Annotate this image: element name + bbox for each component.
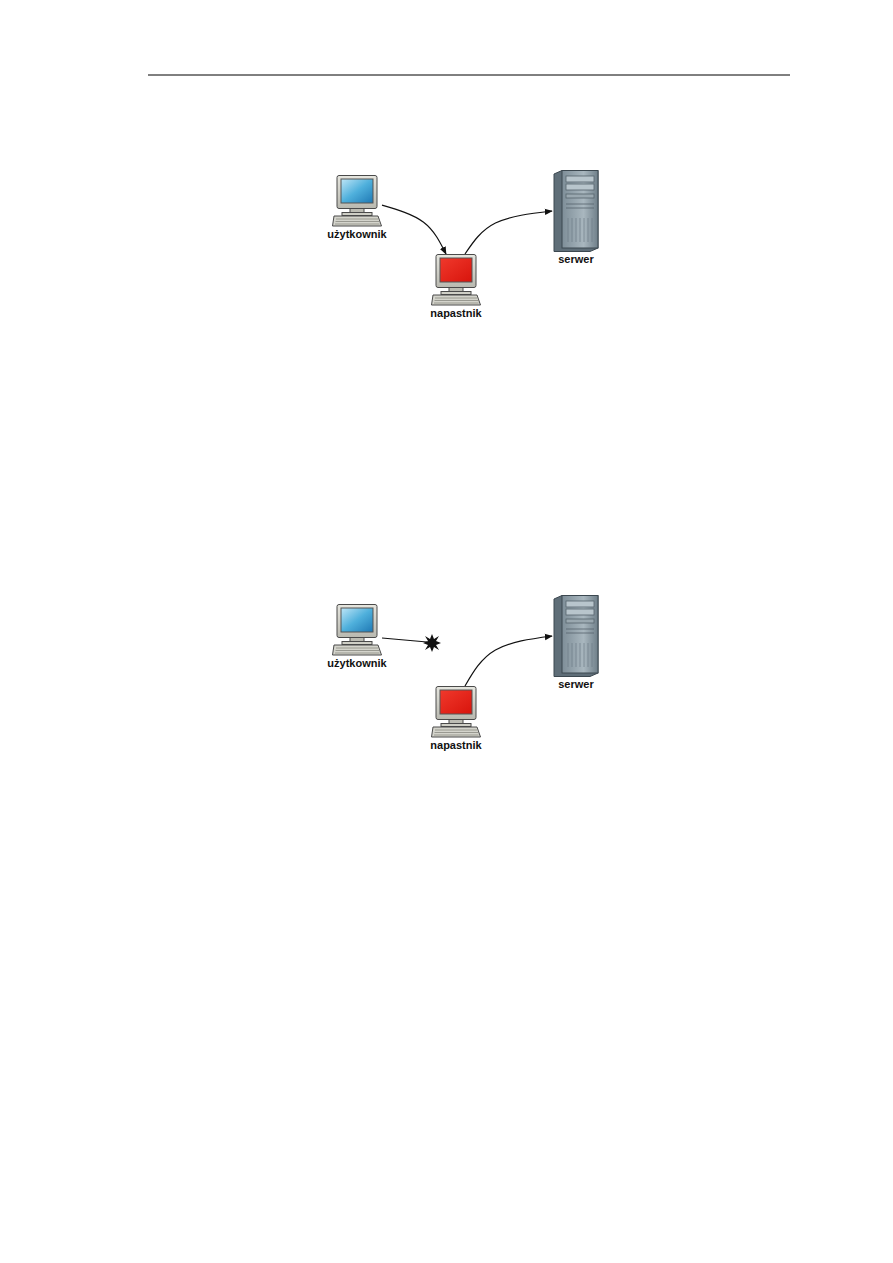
computer-node: użytkownik (323, 604, 391, 670)
arrow-connector (465, 211, 552, 254)
computer-node: napastnik (426, 254, 486, 320)
arrow-connector (465, 636, 552, 686)
computer-node: użytkownik (323, 175, 391, 241)
computer-icon (431, 254, 481, 306)
server-icon (552, 595, 600, 677)
server-icon (552, 170, 600, 252)
server-node: serwer (550, 170, 602, 266)
device-label: napastnik (428, 738, 483, 752)
device-label: użytkownik (325, 227, 388, 241)
computer-icon (332, 604, 382, 656)
device-label: serwer (556, 677, 595, 691)
server-node: serwer (550, 595, 602, 691)
break-star (423, 634, 441, 652)
computer-node: napastnik (426, 686, 486, 752)
device-label: użytkownik (325, 656, 388, 670)
computer-icon (332, 175, 382, 227)
arrow-connector (382, 205, 446, 254)
computer-icon (431, 686, 481, 738)
header-rule (148, 75, 790, 76)
device-label: serwer (556, 252, 595, 266)
device-label: napastnik (428, 306, 483, 320)
broken-link (382, 638, 427, 642)
